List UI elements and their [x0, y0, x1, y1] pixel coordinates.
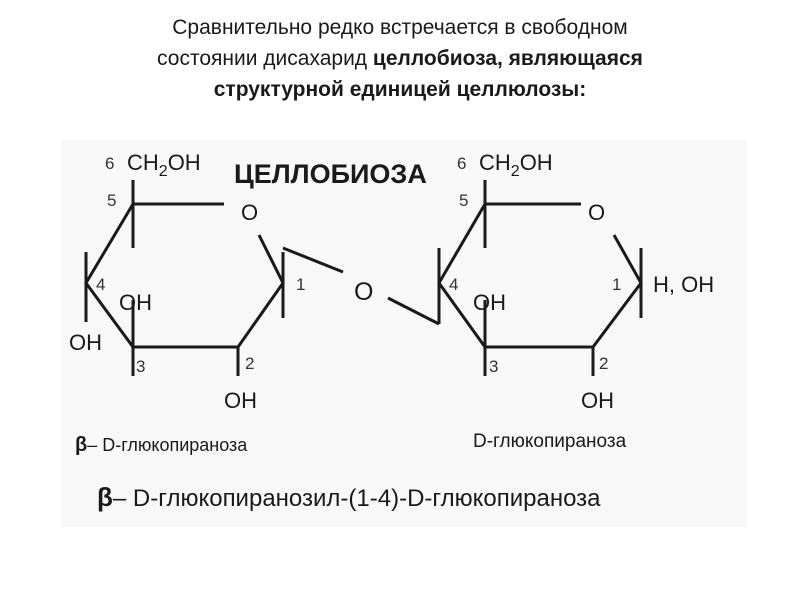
right-ring-caption: D-глюкопираноза — [473, 431, 627, 452]
right-c3-inner-hydroxyl: OH — [473, 290, 506, 315]
left-c4-hydroxyl: OH — [119, 290, 152, 315]
left-c2-hydroxyl: OH — [224, 388, 257, 413]
left-c6-group: CH2OH — [127, 150, 201, 180]
title-line-2: состоянии дисахарид целлобиоза, являющая… — [40, 43, 760, 74]
diagram-heading: ЦЕЛЛОБИОЗА — [234, 159, 427, 189]
title-line-3: структурной единицей целлюлозы: — [40, 74, 760, 105]
title-line-1: Сравнительно редко встречается в свободн… — [172, 16, 628, 39]
bridge-bond-left — [282, 246, 344, 274]
left-c4-number: 4 — [96, 275, 105, 294]
right-c5-number: 5 — [459, 191, 468, 210]
right-c1-substituents: H, OH — [653, 272, 714, 297]
left-c1-number: 1 — [296, 275, 305, 294]
right-c2-number: 2 — [599, 354, 608, 373]
bridge-bond-right — [387, 296, 440, 326]
left-c6-number: 6 — [105, 154, 114, 173]
right-c2-hydroxyl: OH — [581, 388, 614, 413]
right-glucopyranose-ring: O 6 CH2OH 5 4 3 2 1 H, OH OH OH — [437, 150, 714, 413]
left-glucopyranose-ring: O 6 CH2OH 5 4 3 2 1 OH OH OH — [69, 150, 305, 413]
right-c1-number: 1 — [612, 275, 621, 294]
title-line-2-regular: состоянии дисахарид — [157, 47, 373, 70]
left-ring-caption: β– D-глюкопираноза — [75, 434, 248, 456]
left-ring-bonds — [84, 202, 285, 349]
left-c3-hydroxyl: OH — [69, 330, 102, 355]
bridge-oxygen: O — [354, 278, 373, 306]
right-ring-oxygen: O — [588, 200, 605, 225]
full-systematic-name: β– D-глюкопиранозил-(1-4)-D-глюкопираноз… — [97, 482, 601, 512]
right-ring-bonds — [437, 202, 643, 349]
left-c5-number: 5 — [107, 191, 116, 210]
right-c3-number: 3 — [489, 357, 498, 376]
right-c6-group: CH2OH — [479, 150, 553, 180]
left-ring-oxygen: O — [241, 200, 258, 225]
left-c2-number: 2 — [245, 354, 254, 373]
right-c6-number: 6 — [457, 154, 466, 173]
title-line-3-bold: структурной единицей целлюлозы: — [213, 78, 587, 101]
cellobiose-structure-figure: ЦЕЛЛОБИОЗА O 6 CH2OH 5 4 3 2 1 OH OH OH — [61, 140, 747, 527]
right-c4-number: 4 — [449, 275, 458, 294]
glycosidic-linkage: O — [282, 246, 440, 326]
left-c3-number: 3 — [136, 357, 145, 376]
title-line-2-bold: целлобиоза, являющаяся — [372, 47, 643, 70]
cellobiose-diagram: ЦЕЛЛОБИОЗА O 6 CH2OH 5 4 3 2 1 OH OH OH — [69, 150, 714, 512]
slide-title: Сравнительно редко встречается в свободн… — [40, 12, 760, 105]
